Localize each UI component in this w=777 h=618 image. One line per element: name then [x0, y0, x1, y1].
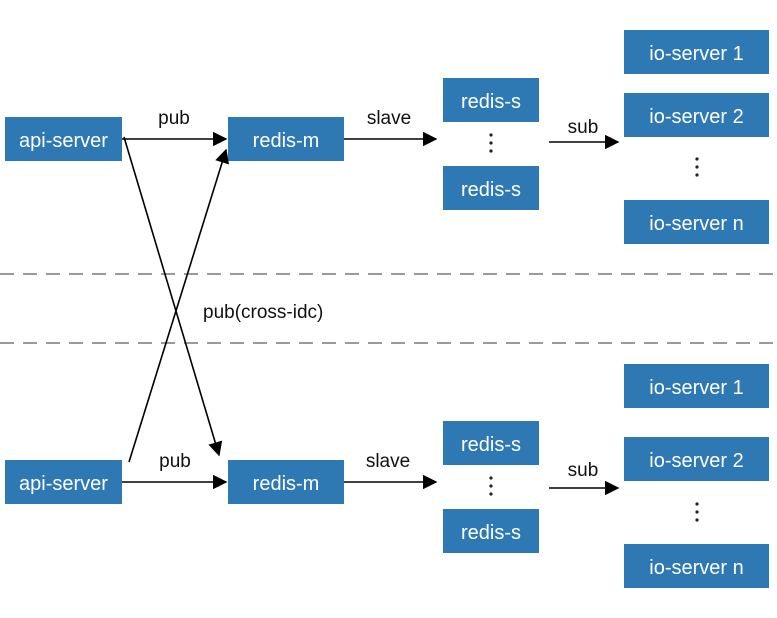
redis-slave-label: redis-s — [461, 434, 521, 456]
io-server-box[interactable]: io-server n — [624, 544, 769, 588]
ellipsis-dots — [489, 133, 493, 153]
api-server-label: api-server — [19, 473, 108, 495]
redis-master-box[interactable]: redis-m — [228, 117, 344, 161]
io-server-box[interactable]: io-server 1 — [624, 364, 769, 408]
io-server-label: io-server n — [649, 557, 743, 579]
sub-label: sub — [568, 117, 599, 138]
ellipsis-dots — [695, 157, 699, 177]
cross-idc-pub-arrow-up — [128, 148, 230, 463]
io-server-label: io-server n — [649, 213, 743, 235]
redis-slave-label: redis-s — [461, 522, 521, 544]
cross-idc-label: pub(cross-idc) — [203, 302, 323, 323]
zone-bottom: api-server redis-m redis-s redis-s io-se… — [5, 364, 769, 588]
redis-master-label: redis-m — [253, 473, 320, 495]
cross-idc-pub-arrow-down — [123, 136, 223, 457]
io-server-box[interactable]: io-server 2 — [624, 93, 769, 137]
io-server-box[interactable]: io-server n — [624, 200, 769, 244]
slave-label: slave — [367, 108, 411, 129]
redis-master-label: redis-m — [253, 130, 320, 152]
io-server-label: io-server 2 — [649, 106, 743, 128]
api-server-box[interactable]: api-server — [5, 460, 122, 504]
redis-slave-label: redis-s — [461, 91, 521, 113]
pub-label: pub — [158, 108, 190, 129]
sub-label: sub — [568, 460, 599, 481]
redis-slave-box[interactable]: redis-s — [443, 78, 539, 122]
api-server-box[interactable]: api-server — [5, 117, 122, 161]
io-server-label: io-server 1 — [649, 377, 743, 399]
zone-top: api-server redis-m redis-s redis-s io-se… — [5, 30, 769, 244]
io-server-label: io-server 2 — [649, 450, 743, 472]
redis-slave-box[interactable]: redis-s — [443, 166, 539, 210]
io-server-box[interactable]: io-server 2 — [624, 437, 769, 481]
redis-master-box[interactable]: redis-m — [228, 460, 344, 504]
redis-slave-box[interactable]: redis-s — [443, 509, 539, 553]
ellipsis-dots — [489, 476, 493, 496]
redis-slave-label: redis-s — [461, 179, 521, 201]
pub-label: pub — [159, 451, 191, 472]
api-server-label: api-server — [19, 130, 108, 152]
io-server-label: io-server 1 — [649, 43, 743, 65]
io-server-box[interactable]: io-server 1 — [624, 30, 769, 74]
ellipsis-dots — [695, 502, 699, 522]
redis-slave-box[interactable]: redis-s — [443, 421, 539, 465]
slave-label: slave — [366, 451, 410, 472]
